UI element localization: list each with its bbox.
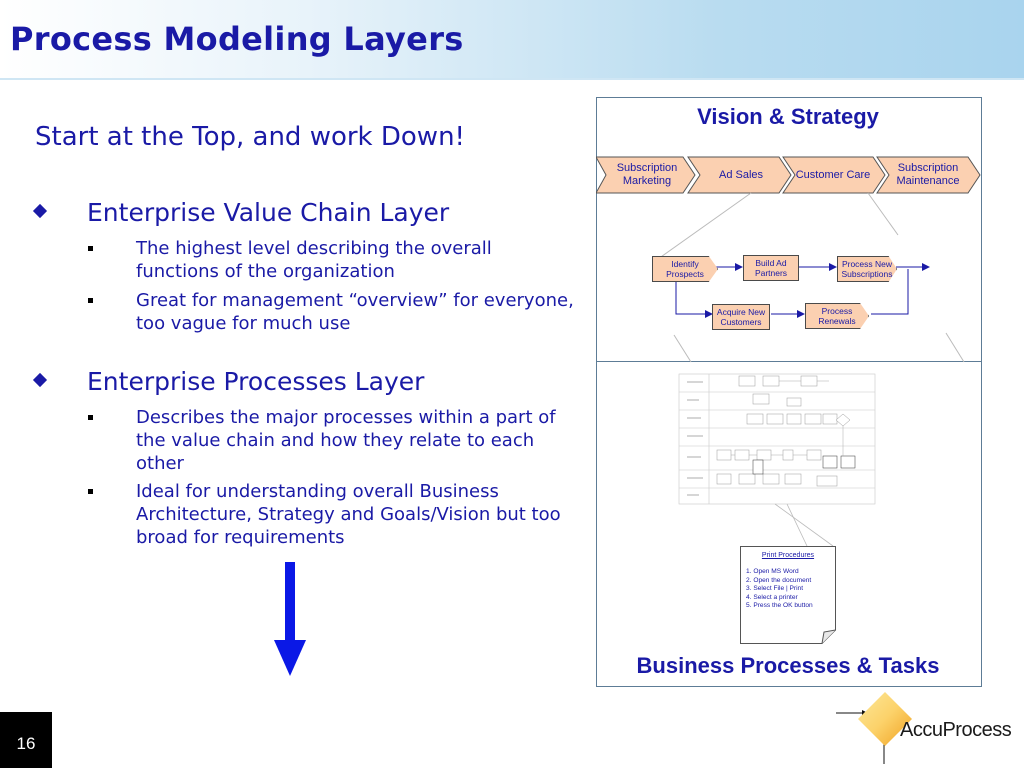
procedure-title: Print Procedures [761,552,815,559]
square-bullet-icon [88,415,93,420]
square-bullet-icon [88,489,93,494]
chevron-ad-sales [687,156,792,194]
sub-bullet-major-processes: Describes the major processes within a p… [88,406,558,476]
diagram-panel [596,97,982,687]
procedure-step: 5. Press the OK button [746,602,813,610]
square-bullet-icon [88,246,93,251]
process-acquire-new-customers: Acquire New Customers [712,304,770,330]
business-processes-title: Business Processes & Tasks [636,653,940,678]
page-number: 16 [16,734,36,753]
diamond-bullet-icon [32,203,48,219]
chevron-label: Subscription Marketing [616,162,678,187]
slide-header [0,0,1024,80]
sub-bullet-text: Ideal for understanding overall Business… [136,481,561,548]
chevron-label: Subscription Maintenance [896,162,960,187]
sub-bullet-text: The highest level describing the overall… [136,238,492,282]
panel-divider [596,361,982,362]
procedure-steps: 1. Open MS Word 2. Open the document 3. … [746,568,813,611]
page-number-box [0,712,52,768]
chevron-label: Customer Care [795,168,871,181]
procedure-step: 1. Open MS Word [746,568,799,575]
sub-bullet-business-architecture: Ideal for understanding overall Business… [88,480,561,550]
bullet-text: Enterprise Processes Layer [87,367,425,396]
procedure-step: 4. Select a printer [746,593,798,601]
value-chain-diagram [596,156,981,363]
accuprocess-logo-text: AccuProcess [900,719,1012,741]
lead-text: Start at the Top, and work Down! [35,122,465,152]
process-identify-prospects: Identify Prospects [652,256,718,282]
sub-bullet-management-overview: Great for management “overview” for ever… [88,289,574,335]
chevron-subscription-maintenance [876,156,981,194]
chevron-label: Ad Sales [718,168,764,181]
procedure-step: 3. Select File | Print [746,585,804,593]
bullet-text: Enterprise Value Chain Layer [87,198,450,227]
sub-bullet-text: Describes the major processes within a p… [136,407,556,474]
chevron-customer-care [782,156,886,194]
slide-title: Process Modeling Layers [10,20,464,58]
vision-strategy-title: Vision & Strategy [697,104,879,129]
process-build-ad-partners: Build Ad Partners [743,255,799,281]
process-new-subscriptions: Process New Subscriptions [837,256,897,282]
diamond-bullet-icon [32,372,48,388]
square-bullet-icon [88,298,93,303]
down-arrow-icon [274,562,306,676]
procedure-step: 2. Open the document [746,576,812,584]
chevron-subscription-marketing [596,156,696,194]
accuprocess-logo-icon [836,692,912,764]
sub-bullet-text: Great for management “overview” for ever… [136,290,574,334]
process-renewals: Process Renewals [805,303,869,329]
procedure-document-icon [740,546,836,644]
swimlane-diagram-thumbnail [678,373,876,547]
sub-bullet-highest-level: The highest level describing the overall… [88,237,558,283]
